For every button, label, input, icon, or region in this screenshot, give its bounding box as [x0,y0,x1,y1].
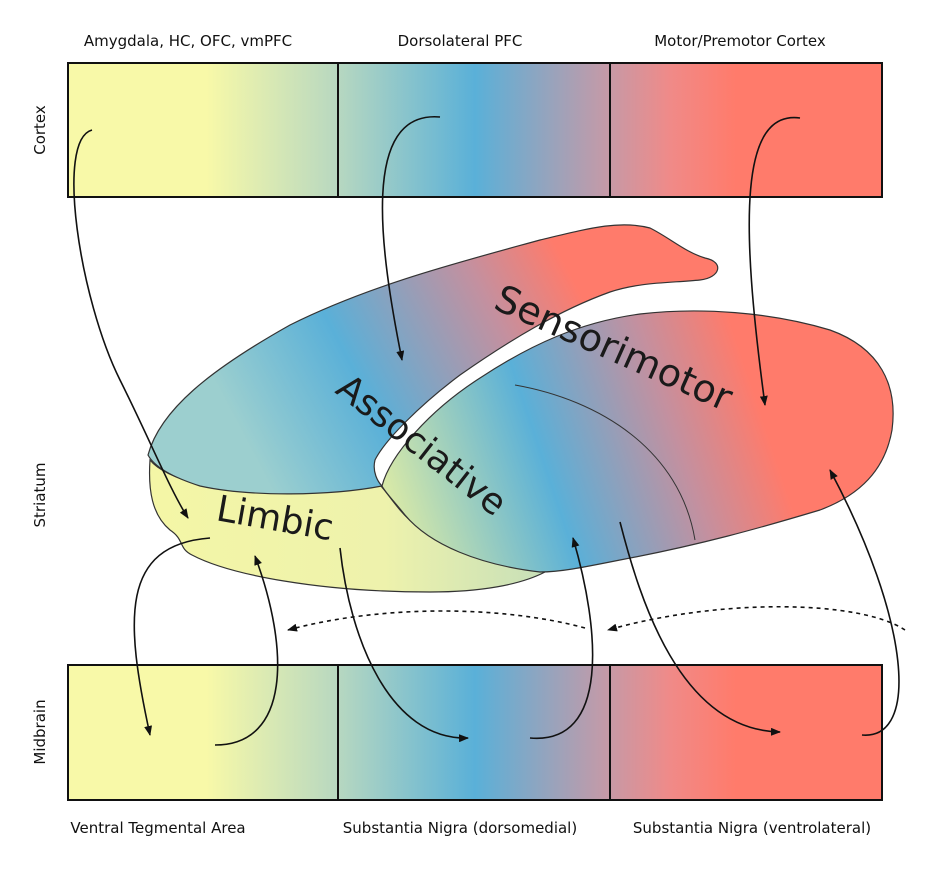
arrow-vta-to-limbic [214,555,279,746]
arrow-dlpfc-to-striatum [381,116,441,361]
midbrain-region-label-vta: Ventral Tegmental Area [70,819,245,837]
side-label-midbrain: Midbrain [31,699,49,764]
midbrain-band [67,664,883,801]
arrow-limbic-to-vta [133,537,211,736]
side-label-cortex: Cortex [31,105,49,155]
cortex-region-label-limbic: Amygdala, HC, OFC, vmPFC [84,32,292,50]
side-label-striatum: Striatum [31,463,49,528]
arrow-snc-dm-to-associative [529,537,594,739]
arrow-snc-vl-to-sensorimotor [829,469,900,736]
cortex-band [67,62,883,198]
striatum-shape [147,224,894,593]
projection-arrows [73,116,906,746]
cortex-region-label-dlpfc: Dorsolateral PFC [398,32,523,50]
arrow-limbic-cortex-to-striatum [73,129,189,519]
arrow-associative-to-snc-dm [339,547,469,743]
dashed-arrow-associative-to-limbic [287,610,586,632]
striatum-ventral-region [381,310,894,573]
striatum-dorsal-region [147,224,719,495]
dashed-arrow-sensorimotor-to-associative [607,605,906,632]
midbrain-region-label-sn-ventrolateral: Substantia Nigra (ventrolateral) [633,819,871,837]
arrow-associative-to-snc-vl [619,521,781,736]
arrow-motor-to-striatum [748,116,801,406]
cortex-region-label-motor: Motor/Premotor Cortex [654,32,826,50]
midbrain-region-label-sn-dorsomedial: Substantia Nigra (dorsomedial) [343,819,577,837]
